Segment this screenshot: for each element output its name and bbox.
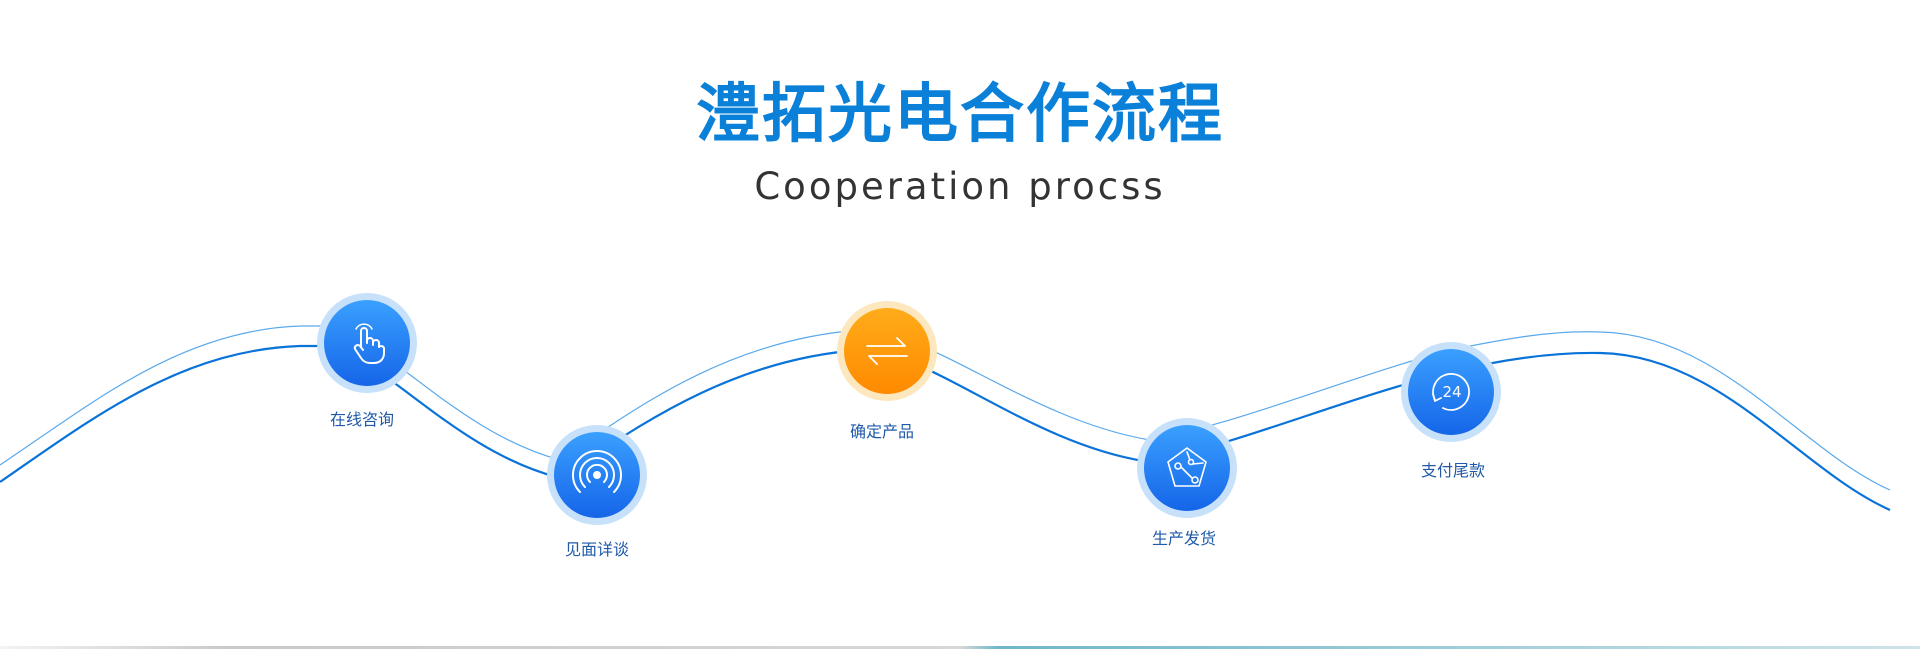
24-hour-icon: 24 — [1432, 373, 1470, 411]
step-online-consult-circle — [324, 300, 410, 386]
step-final-payment-circle: 24 — [1408, 349, 1494, 435]
touch-hand-icon — [353, 323, 385, 364]
page-title: 澧拓光电合作流程 — [696, 78, 1224, 152]
step-meeting-label: 见面详谈 — [564, 540, 629, 559]
bottom-divider — [0, 646, 1920, 649]
step-online-consult-node[interactable] — [317, 293, 417, 393]
step-confirm-product-circle — [844, 308, 930, 394]
step-confirm-product-label: 确定产品 — [849, 422, 914, 441]
step-meeting-circle — [554, 432, 640, 518]
wave-line-outer — [0, 325, 1891, 491]
exchange-arrows-icon — [866, 337, 908, 365]
step-production-shipping-circle — [1144, 425, 1230, 511]
step-production-shipping-label: 生产发货 — [1151, 529, 1216, 548]
step-final-payment-node[interactable]: 24 — [1401, 342, 1501, 442]
step-meeting-node[interactable] — [547, 425, 647, 525]
page-subtitle: Cooperation procss — [754, 165, 1166, 208]
step-production-shipping-node[interactable] — [1137, 418, 1237, 518]
step-online-consult-label: 在线咨询 — [329, 410, 394, 429]
signal-icon — [572, 450, 622, 493]
step-confirm-product-node[interactable] — [837, 301, 937, 401]
svg-text:24: 24 — [1442, 383, 1461, 401]
step-final-payment-label: 支付尾款 — [1420, 461, 1485, 480]
pentagon-network-icon — [1167, 447, 1207, 487]
